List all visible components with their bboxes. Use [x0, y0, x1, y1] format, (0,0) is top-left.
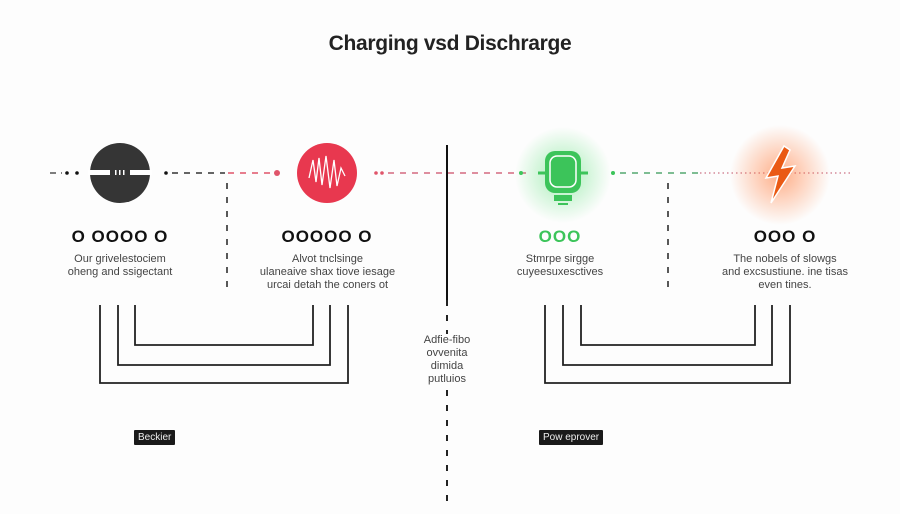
note-line: dimida: [430, 360, 464, 372]
desc-line: Our grivelestociem: [74, 253, 166, 265]
right-bracket: [544, 305, 791, 384]
label-right: Pow eprover: [539, 430, 604, 445]
description-red: Alvot tnclsinge ulaneaive shax tiove ies…: [245, 253, 410, 292]
note-line: ovvenita: [426, 347, 468, 359]
lightning-bolt-icon: [730, 125, 830, 225]
note-line: Adfie-fibo: [423, 334, 471, 346]
note-line: putluios: [428, 373, 466, 385]
status-dots-red: OOOOO O: [281, 227, 373, 246]
desc-line: cuyeesuxesctives: [516, 266, 604, 278]
center-note: Adfie-fibo ovvenita dimida putluios: [407, 334, 487, 386]
status-dots-orange: OOO O: [753, 227, 817, 246]
desc-line: and excsustiune. ine tisas: [722, 266, 848, 278]
status-dots-green: OOO: [538, 227, 582, 246]
description-green: Stmrpe sirgge cuyeesuxesctives: [485, 253, 635, 279]
plug-icon: [515, 127, 611, 223]
status-dots-dark: O OOOO O: [71, 227, 169, 246]
left-bracket: [99, 305, 349, 384]
waveform-icon: [297, 143, 357, 203]
timeline-line: [50, 170, 850, 176]
desc-line: Stmrpe sirgge: [525, 253, 595, 265]
desc-line: ulaneaive shax tiove iesage: [259, 266, 396, 278]
desc-line: The nobels of slowgs: [733, 253, 837, 265]
battery-icon: [88, 143, 152, 203]
diagram-title: Charging vsd Dischrarge: [328, 32, 572, 55]
desc-line: urcai detah the coners ot: [266, 279, 389, 291]
desc-line: even tines.: [758, 279, 812, 291]
label-left: Beckier: [134, 430, 176, 445]
desc-line: oheng and ssigectant: [67, 266, 173, 278]
desc-line: Alvot tnclsinge: [292, 253, 363, 265]
description-orange: The nobels of slowgs and excsustiune. in…: [705, 253, 865, 292]
description-dark: Our grivelestociem oheng and ssigectant: [40, 253, 200, 279]
